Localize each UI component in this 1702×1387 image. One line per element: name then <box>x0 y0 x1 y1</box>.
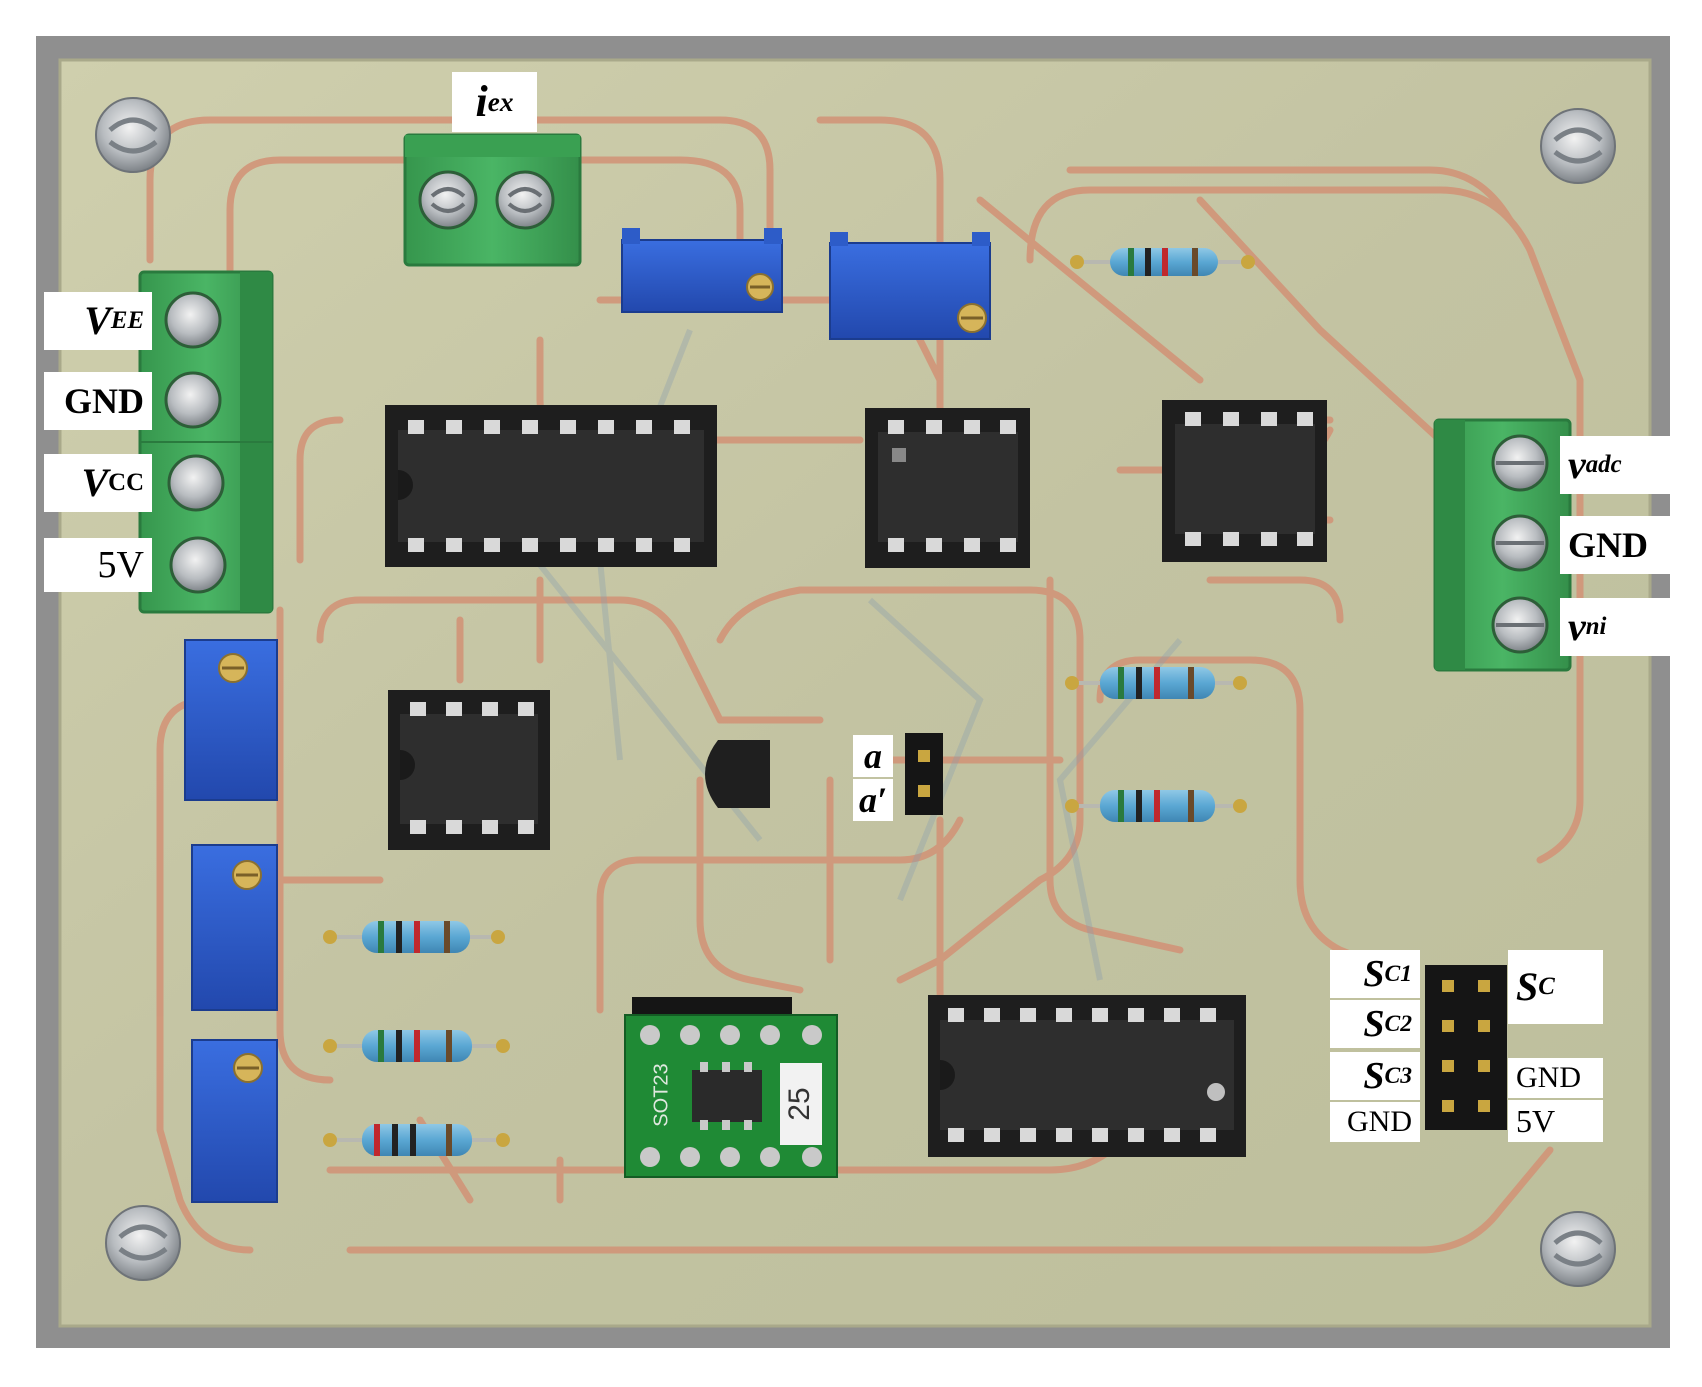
label-gnd-header-left: GND <box>1330 1102 1420 1142</box>
label-gnd-header-right: GND <box>1508 1058 1603 1098</box>
terminal-block-iex <box>403 133 582 267</box>
label-5v-left: 5V <box>44 538 152 592</box>
label-gnd-right: GND <box>1560 516 1674 574</box>
ic-8pin-right <box>1162 400 1327 562</box>
trimmer-top-1 <box>621 228 783 313</box>
resistor-mid-right-1 <box>1065 667 1247 699</box>
pcb-traces <box>146 116 1584 1254</box>
header-4x2 <box>1425 965 1507 1130</box>
resistor-top-right <box>1070 248 1255 276</box>
terminal-block-output <box>1433 418 1572 672</box>
trimmer-left-1 <box>184 639 278 801</box>
label-5v-header-right: 5V <box>1508 1100 1603 1142</box>
label-jumper-a: a <box>853 735 893 777</box>
jumper-header <box>905 733 943 815</box>
resistor-left-2 <box>323 1030 510 1062</box>
ic-8pin-left <box>388 690 550 850</box>
trimmer-left-3 <box>191 1039 278 1203</box>
sot23-sticker: 25 <box>783 1087 816 1120</box>
transistor-to92 <box>705 740 770 808</box>
trimmer-top-2 <box>829 232 991 340</box>
screw-bottom-left <box>105 1205 181 1281</box>
ic-16pin-top <box>385 405 717 567</box>
resistor-left-3 <box>323 1124 510 1156</box>
ic-8pin-center <box>865 408 1030 568</box>
screw-top-left <box>95 97 171 173</box>
label-gnd-left: GND <box>44 372 152 430</box>
resistors <box>323 248 1255 1156</box>
sot23-marking: SOT23 <box>650 1063 672 1126</box>
label-jumper-a-prime: a′ <box>853 779 893 821</box>
screw-bottom-right <box>1540 1211 1616 1287</box>
sot23-breakout-module: 25 SOT23 <box>624 997 838 1178</box>
screw-top-right <box>1540 108 1616 184</box>
ic-16pin-bottom <box>928 995 1246 1157</box>
trimmer-left-2 <box>191 844 278 1011</box>
resistor-mid-right-2 <box>1065 790 1247 822</box>
terminal-block-power <box>138 270 274 614</box>
resistor-left-1 <box>323 921 505 953</box>
